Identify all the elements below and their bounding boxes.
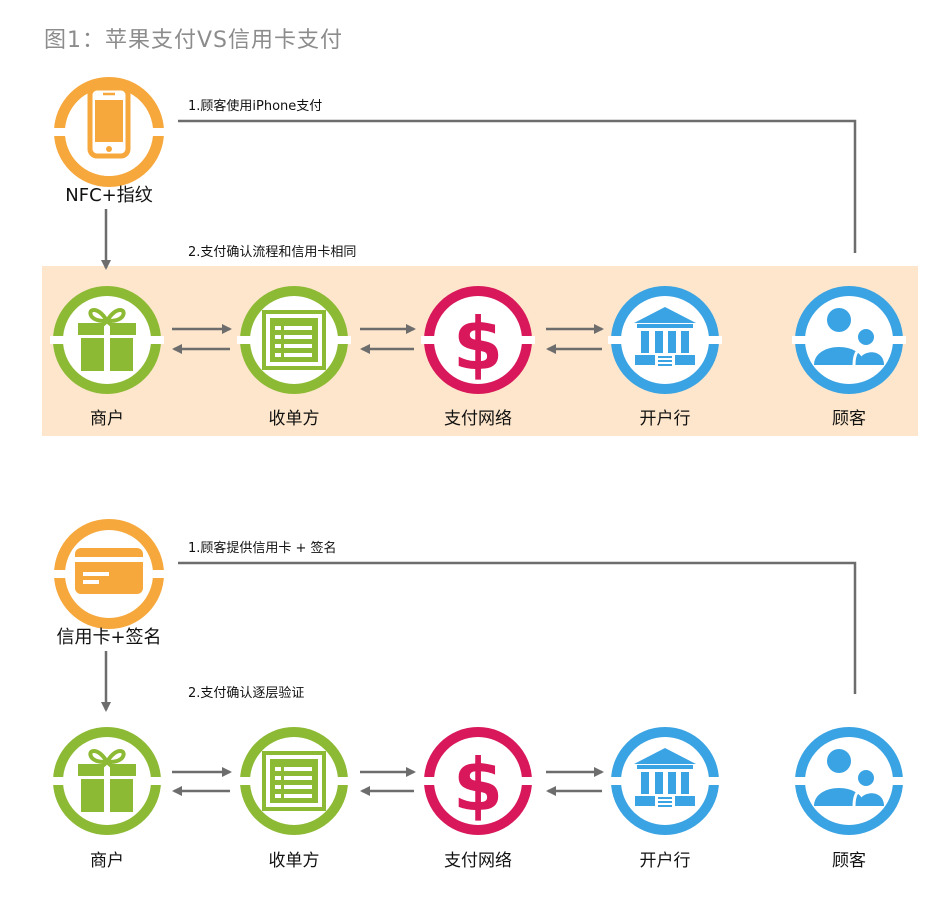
node-label: 收单方 <box>268 409 320 429</box>
issuing-bank-node <box>608 724 722 838</box>
bank-icon <box>608 727 722 835</box>
customer-to-method-line <box>178 119 857 253</box>
node-label: 商户 <box>90 409 124 429</box>
bank-icon <box>608 286 722 394</box>
customer-node <box>792 724 906 838</box>
ledger-icon <box>237 286 351 394</box>
method-label: NFC+指纹 <box>65 185 153 206</box>
merchant-node <box>50 283 164 397</box>
node-label: 顾客 <box>832 409 866 429</box>
node-label: 商户 <box>90 851 124 871</box>
iphone-method-circle <box>49 72 169 192</box>
customer-to-method-line <box>178 561 857 694</box>
credit-card-method-circle <box>49 514 169 634</box>
merchant-node <box>50 724 164 838</box>
credit-card-icon <box>49 519 169 629</box>
step-1-label: 1.顾客提供信用卡 + 签名 <box>188 541 337 556</box>
people-icon <box>792 727 906 835</box>
gift-icon <box>50 727 164 835</box>
figure-title: 图1：苹果支付VS信用卡支付 <box>44 28 344 53</box>
step-2-label: 2.支付确认逐层验证 <box>188 686 305 701</box>
node-label: 开户行 <box>639 409 691 429</box>
iphone-icon <box>49 77 169 187</box>
payment-network-node: $ <box>421 283 535 397</box>
node-label: 收单方 <box>268 851 320 871</box>
step-2-label: 2.支付确认流程和信用卡相同 <box>188 245 357 260</box>
method-label: 信用卡+签名 <box>56 627 162 648</box>
acquirer-node <box>237 724 351 838</box>
gift-icon <box>50 286 164 394</box>
node-label: 顾客 <box>832 851 866 871</box>
step-1-label: 1.顾客使用iPhone支付 <box>188 99 323 114</box>
ledger-icon <box>237 727 351 835</box>
acquirer-node <box>237 283 351 397</box>
svg-text:$: $ <box>453 743 503 827</box>
dollar-icon: $ <box>421 286 535 394</box>
node-label: 支付网络 <box>444 851 512 871</box>
svg-text:$: $ <box>453 302 503 386</box>
node-label: 开户行 <box>639 851 691 871</box>
dollar-icon: $ <box>421 727 535 835</box>
payment-network-node: $ <box>421 724 535 838</box>
node-label: 支付网络 <box>444 409 512 429</box>
people-icon <box>792 286 906 394</box>
customer-node <box>792 283 906 397</box>
issuing-bank-node <box>608 283 722 397</box>
